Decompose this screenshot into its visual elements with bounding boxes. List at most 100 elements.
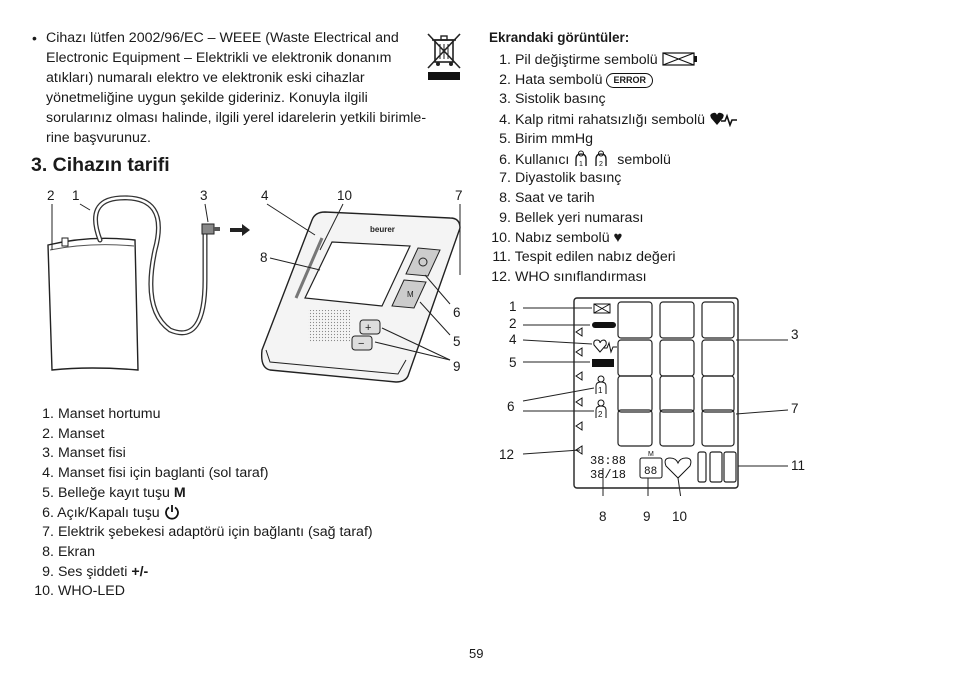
list-item: 5. Belleğe kayıt tuşu M: [42, 484, 186, 501]
list-item: 4. Kalp ritmi rahatsızlığı sembolü: [489, 111, 739, 131]
list-item: 8. Ekran: [42, 543, 96, 560]
svg-text:1: 1: [598, 386, 603, 395]
svg-text:−: −: [358, 338, 364, 350]
list-item: 9. Ses şiddeti +/-: [42, 563, 149, 580]
pulse-digits: [697, 451, 737, 483]
list-item: 6. Açık/Kapalı tuşu: [30, 504, 373, 524]
list-item: 1. Manset hortumu: [42, 406, 161, 422]
callout-6: 6: [453, 305, 461, 320]
memory-key-symbol: M: [173, 484, 186, 501]
svg-text:M: M: [407, 290, 414, 299]
list-item: 8. Saat ve tarih: [499, 189, 595, 206]
list-item: 5. Birim mmHg: [499, 130, 593, 147]
lcd-user2-icon: 2: [595, 399, 607, 419]
section-title: 3. Cihazın tarifi: [31, 154, 170, 176]
list-item: 7. Diyastolik basınç: [499, 170, 622, 187]
lcd-callout-9: 9: [643, 509, 651, 524]
list-item: 1. Pil değiştirme sembolü: [489, 52, 739, 72]
bullet-mark: •: [32, 30, 37, 46]
lcd-callout-6: 6: [507, 399, 515, 414]
weee-line-5: sorularınız olması halinde, ilgili yerel…: [46, 110, 427, 126]
device-illustration: M + − beurer: [47, 195, 461, 383]
list-item: 7. Elektrik şebekesi adaptörü için bağla…: [42, 524, 373, 541]
lcd-callout-1: 1: [509, 299, 517, 314]
lcd-callout-5: 5: [509, 355, 517, 370]
callout-3: 3: [200, 188, 208, 203]
list-item: 12. WHO sınıflandırması: [491, 268, 647, 285]
battery-icon: [662, 52, 697, 66]
svg-text:+: +: [365, 322, 371, 334]
lcd-battery-icon: [593, 303, 611, 314]
list-item: 3. Manset fisi: [42, 445, 126, 462]
callout-7: 7: [455, 188, 463, 203]
list-item: 2. Manset: [42, 425, 105, 442]
weee-line-3: atıkları) numaralı elektro ve elektronik…: [46, 70, 365, 86]
display-heading: Ekrandaki görüntüler:: [489, 30, 630, 45]
systolic-digits: [617, 301, 735, 377]
callout-1: 1: [72, 188, 80, 203]
lcd-callout-11: 11: [791, 458, 806, 473]
volume-minus-key: [351, 335, 373, 351]
callout-4: 4: [261, 188, 269, 203]
callout-10: 10: [337, 188, 353, 203]
lcd-mmhg-icon: [592, 359, 614, 367]
display-list: 1. Pil değiştirme sembolü 2. Hata sembol…: [489, 52, 739, 288]
svg-text:2: 2: [598, 410, 603, 419]
speaker-grill: [308, 310, 350, 342]
lcd-memory-box: [639, 457, 663, 479]
who-led: [294, 237, 324, 299]
heart-rhythm-icon: [710, 112, 737, 128]
error-badge: ERROR: [606, 72, 653, 88]
weee-bin-icon: [427, 33, 461, 80]
cuff-shape: [47, 237, 139, 371]
weee-line-6: rine başvurunuz.: [46, 130, 151, 146]
weee-line-4: yönetmeliğine uygun şekilde gideriniz. K…: [46, 90, 368, 106]
lcd-time: 38:88: [590, 454, 626, 468]
svg-text:2: 2: [599, 161, 603, 168]
power-icon: [164, 505, 179, 521]
lcd-callout-8: 8: [599, 509, 607, 524]
lcd-frame: [573, 297, 739, 489]
parts-list: 1. Manset hortumu 2. Manset 3. Manset fi…: [30, 406, 373, 603]
list-item: 2. Hata sembolü ERROR: [489, 72, 739, 92]
lcd-error-icon: [592, 322, 616, 328]
brand-logo: beurer: [370, 225, 395, 234]
callout-8: 8: [260, 250, 268, 265]
lcd-callout-10: 10: [672, 509, 688, 524]
memory-key: [391, 279, 427, 309]
cuff-plug: [201, 223, 215, 235]
callout-2: 2: [47, 188, 55, 203]
callout-9: 9: [453, 359, 461, 374]
lcd-memory-label: M: [648, 451, 654, 458]
lcd-user1-icon: 1: [595, 375, 607, 395]
monitor-screen: [304, 241, 411, 307]
list-item: 10. Nabız sembolü ♥: [491, 229, 623, 247]
arrow-icon: [230, 224, 250, 236]
volume-plus-key: [359, 319, 381, 335]
list-item: 9. Bellek yeri numarası: [499, 209, 644, 226]
weee-line-2: Electronic Equipment – Elektrikli ve ele…: [46, 50, 392, 66]
lcd-memory: 88: [644, 466, 657, 478]
svg-text:1: 1: [579, 161, 583, 168]
list-item: 11. Tespit edilen nabız değeri: [492, 248, 676, 265]
weee-line-1: Cihazı lütfen 2002/96/EC – WEEE (Waste E…: [46, 30, 399, 46]
lcd-heart-rhythm-icon: [593, 339, 607, 353]
lcd-callout-7: 7: [791, 401, 799, 416]
lcd-date: 38/18: [590, 468, 626, 482]
lcd-callout-12: 12: [499, 447, 515, 462]
heart-icon: ♥: [613, 229, 623, 247]
lcd-callout-3: 3: [791, 327, 799, 342]
callout-5: 5: [453, 334, 461, 349]
lcd-callout-2: 2: [509, 316, 517, 331]
lcd-diagram: 1 2 38:88 38/18 88 M: [522, 297, 789, 496]
list-item: 10. WHO-LED: [34, 583, 125, 600]
diastolic-digits: [617, 375, 735, 447]
list-item: 3. Sistolik basınç: [499, 91, 606, 108]
lcd-callout-4: 4: [509, 332, 517, 347]
who-scale: [575, 327, 583, 455]
lcd-pulse-heart: [664, 457, 692, 479]
volume-symbol: +/-: [131, 563, 149, 580]
list-item: 4. Manset fisi için baglanti (sol taraf): [42, 465, 269, 482]
power-key: [405, 247, 441, 277]
